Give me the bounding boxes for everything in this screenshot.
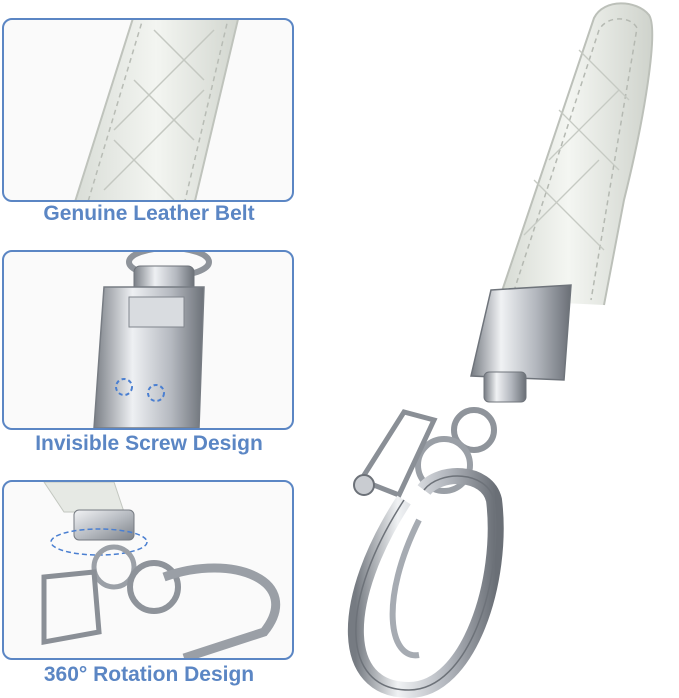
screw-marker-icon	[147, 384, 165, 402]
screw-design-caption: Invisible Screw Design	[35, 432, 263, 455]
keychain-product-image	[347, 2, 654, 698]
leather-belt-caption: Genuine Leather Belt	[43, 202, 255, 225]
screw-marker-icon	[115, 378, 133, 396]
rotation-design-caption: 360° Rotation Design	[43, 663, 255, 686]
screw-design-panel	[2, 250, 294, 430]
leather-belt-panel	[2, 18, 294, 202]
screw-closeup-image	[93, 252, 212, 428]
leather-closeup-image	[74, 20, 239, 200]
rotation-closeup-image	[41, 482, 281, 658]
rotation-design-panel	[2, 480, 294, 660]
